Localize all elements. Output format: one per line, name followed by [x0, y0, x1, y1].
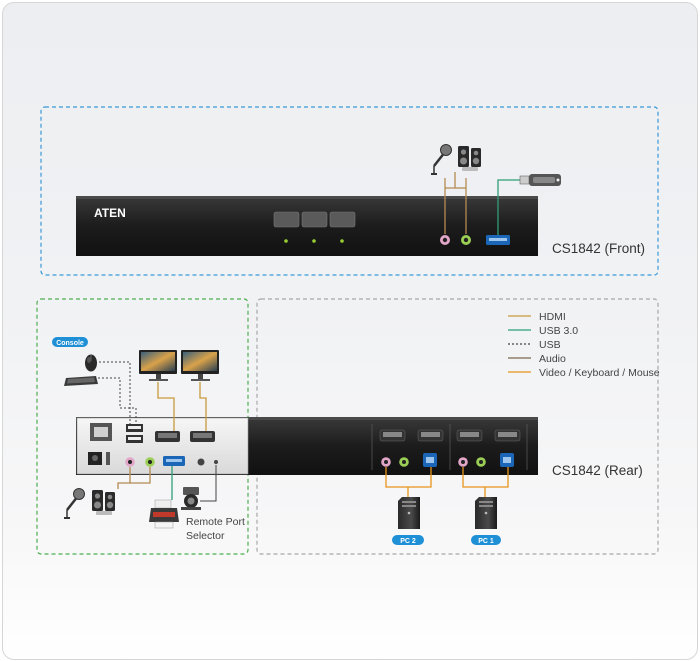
svg-text:USB: USB: [539, 339, 561, 351]
remote-port-selector-label-2: Selector: [186, 530, 225, 542]
svg-text:USB 3.0: USB 3.0: [539, 325, 578, 337]
console-hdmi-ports: [155, 431, 215, 442]
port-leds: [284, 239, 344, 243]
usb-flash-drive-icon: [519, 174, 561, 186]
legend-item-usb3: USB 3.0: [508, 325, 578, 337]
rear-panel-unit: [76, 417, 538, 475]
monitor-icon-2: [181, 350, 219, 381]
rear-mic-jack: [125, 457, 135, 467]
pc2-port-group: [379, 429, 444, 467]
front-panel-unit: ATEN: [76, 196, 538, 256]
microphone-icon: [431, 144, 452, 175]
legend: HDMI USB 3.0 USB Audio Video / Keyboard …: [508, 311, 660, 379]
legend-item-usb: USB: [508, 339, 561, 351]
keyboard-icon: [64, 376, 98, 386]
rear-box: [256, 298, 659, 555]
svg-text:Video / Keyboard / Mouse: Video / Keyboard / Mouse: [539, 367, 660, 379]
front-usb3-cable: [497, 179, 520, 235]
pc2-tower-icon: [398, 497, 420, 529]
port-select-buttons: [273, 211, 356, 228]
console-audio-cables: [117, 467, 151, 489]
pc1-kvm-cable: [462, 467, 509, 497]
remote-port-cable: [200, 465, 217, 502]
remote-port-selector-icon: [181, 487, 201, 510]
front-audio-cables: [444, 172, 467, 234]
front-speaker-jack: [461, 235, 471, 245]
microphone-rear-icon: [64, 488, 85, 519]
console-usb-ports: [126, 424, 143, 443]
rear-speaker-jack: [145, 457, 155, 467]
rear-usb3-port: [163, 456, 185, 466]
front-mic-jack: [440, 235, 450, 245]
front-panel-label: CS1842 (Front): [552, 241, 645, 256]
mouse-icon: [85, 354, 97, 372]
svg-text:HDMI: HDMI: [539, 311, 566, 323]
legend-item-audio: Audio: [508, 353, 566, 365]
console-badge: Console: [52, 337, 88, 347]
remote-port-selector-label-1: Remote Port: [186, 516, 245, 528]
legend-item-video-kvm: Video / Keyboard / Mouse: [508, 367, 660, 379]
lan-port: [90, 423, 112, 441]
front-panel-box: [40, 106, 659, 276]
pc1-badge: PC 1: [471, 535, 501, 545]
printer-icon: [149, 499, 179, 529]
front-usb3-port: [486, 235, 510, 245]
rear-panel-label: CS1842 (Rear): [552, 463, 643, 478]
svg-text:PC 1: PC 1: [478, 538, 494, 545]
power-jack: [88, 452, 110, 465]
console-hdmi-cables: [157, 382, 207, 431]
pc1-port-group: [456, 429, 521, 467]
legend-item-hdmi: HDMI: [508, 311, 566, 323]
aten-logo: ATEN: [94, 206, 126, 220]
speakers-rear-icon: [92, 490, 115, 515]
pc2-kvm-cable: [385, 467, 432, 497]
speakers-icon: [458, 146, 481, 171]
pc2-badge: PC 2: [392, 535, 424, 545]
remote-port: [197, 458, 218, 466]
svg-text:Console: Console: [56, 340, 84, 347]
svg-text:PC 2: PC 2: [400, 538, 416, 545]
svg-text:Audio: Audio: [539, 353, 566, 365]
monitor-icon-1: [139, 350, 177, 381]
console-usb-cables: [98, 361, 137, 424]
pc1-tower-icon: [475, 497, 497, 529]
